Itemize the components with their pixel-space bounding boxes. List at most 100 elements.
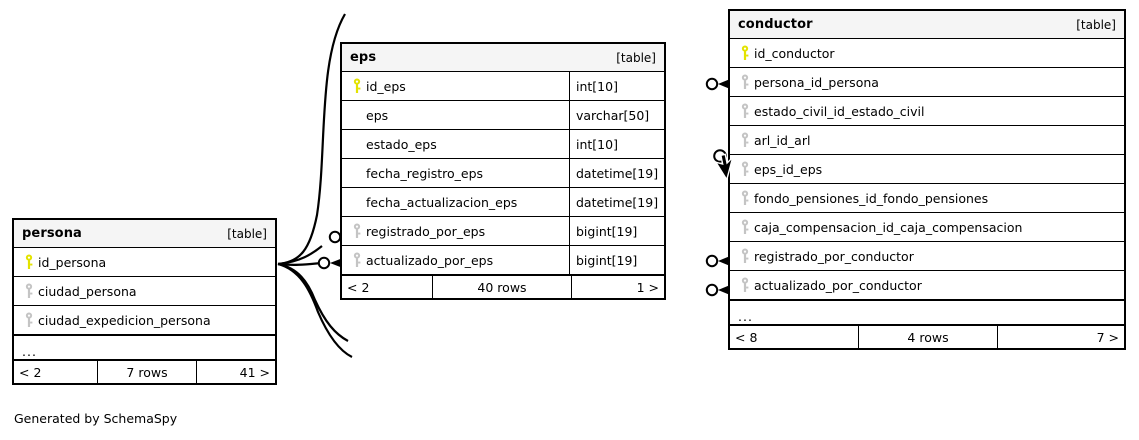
table-row[interactable]: ciudad_persona [14,277,275,306]
column-type: bigint[19] [569,246,664,274]
row-count-label: 4 rows [858,326,998,348]
foreign-key-icon [20,312,38,328]
table-row[interactable]: registrado_por_conductor [730,242,1124,271]
column-label: arl_id_arl [754,132,811,148]
table-row[interactable]: ciudad_expedicion_persona [14,306,275,335]
column-label: eps [366,107,389,123]
mouse-cursor-icon [714,153,735,182]
table-conductor-kind: [table] [1076,17,1116,32]
column-name-cell: ciudad_expedicion_persona [14,306,275,334]
column-type: int[10] [569,130,664,158]
foreign-key-icon [736,277,754,293]
table-row[interactable]: persona_id_persona [730,68,1124,97]
table-row[interactable]: estado_eps int[10] [342,130,664,159]
edge-persona-to-conductor-persona [277,13,346,266]
column-name-cell: registrado_por_eps [342,217,569,245]
table-persona[interactable]: persona [table] id_persona [12,218,277,385]
table-row[interactable]: registrado_por_eps bigint[19] [342,217,664,246]
table-conductor[interactable]: conductor [table] id_conductor [728,9,1126,350]
table-row[interactable]: arl_id_arl [730,126,1124,155]
table-row[interactable]: fecha_actualizacion_eps datetime[19] [342,188,664,217]
column-label: registrado_por_conductor [754,248,914,264]
more-columns-indicator: ... [730,300,1124,325]
table-persona-footer: < 2 7 rows 41 > [14,360,275,383]
column-name-cell: id_eps [342,72,569,100]
more-columns-indicator: ... [14,335,275,360]
column-type: varchar[50] [569,101,664,129]
table-row[interactable]: fecha_registro_eps datetime[19] [342,159,664,188]
next-page-button[interactable]: 41 > [239,364,270,380]
column-label: estado_eps [366,136,437,152]
edge-persona-to-eps-actualizado [277,261,323,266]
table-persona-header: persona [table] [14,220,275,248]
column-name-cell: caja_compensacion_id_caja_compensacion [730,213,1124,241]
table-conductor-footer: < 8 4 rows 7 > [730,325,1124,348]
table-eps-title: eps [350,50,377,65]
column-label: ciudad_persona [38,283,137,299]
column-label: fondo_pensiones_id_fondo_pensiones [754,190,989,206]
foreign-key-icon [736,103,754,119]
table-eps-header: eps [table] [342,44,664,72]
column-label: caja_compensacion_id_caja_compensacion [754,219,1023,235]
table-row[interactable]: id_conductor [730,39,1124,68]
edge-persona-to-eps-registrado [277,245,323,266]
table-row[interactable]: id_persona [14,248,275,277]
column-name-cell: fondo_pensiones_id_fondo_pensiones [730,184,1124,212]
table-row[interactable]: actualizado_por_eps bigint[19] [342,246,664,275]
column-name-cell: ciudad_persona [14,277,275,305]
column-type: int[10] [569,72,664,100]
column-name-cell: actualizado_por_conductor [730,271,1124,299]
column-label: id_conductor [754,45,835,61]
table-row[interactable]: id_eps int[10] [342,72,664,101]
column-label: estado_civil_id_estado_civil [754,103,925,119]
column-label: actualizado_por_eps [366,252,494,268]
foreign-key-icon [736,132,754,148]
table-row[interactable]: actualizado_por_conductor [730,271,1124,300]
prev-page-button[interactable]: < 2 [19,364,42,380]
table-eps-kind: [table] [616,50,656,65]
next-page-button[interactable]: 7 > [1096,329,1119,345]
column-name-cell: registrado_por_conductor [730,242,1124,270]
column-label: actualizado_por_conductor [754,277,922,293]
column-name-cell: eps_id_eps [730,155,1124,183]
column-label: registrado_por_eps [366,223,486,239]
column-name-cell: persona_id_persona [730,68,1124,96]
column-name-cell: estado_eps [342,130,569,158]
column-name-cell: eps [342,101,569,129]
column-name-cell: actualizado_por_eps [342,246,569,274]
table-row[interactable]: eps_id_eps [730,155,1124,184]
column-name-cell: fecha_actualizacion_eps [342,188,569,216]
column-label: id_persona [38,254,107,270]
table-row[interactable]: fondo_pensiones_id_fondo_pensiones [730,184,1124,213]
column-name-cell: id_conductor [730,39,1124,67]
table-row[interactable]: eps varchar[50] [342,101,664,130]
prev-page-button[interactable]: < 2 [347,279,370,295]
row-count-label: 40 rows [432,276,572,298]
row-count-label: 7 rows [97,361,197,383]
table-row[interactable]: caja_compensacion_id_caja_compensacion [730,213,1124,242]
column-label: fecha_actualizacion_eps [366,194,518,210]
primary-key-icon [736,45,754,61]
table-persona-kind: [table] [227,226,267,241]
table-conductor-header: conductor [table] [730,11,1124,39]
column-label: fecha_registro_eps [366,165,484,181]
column-name-cell: id_persona [14,248,275,276]
column-type: datetime[19] [569,188,664,216]
foreign-key-icon [348,223,366,239]
table-row[interactable]: estado_civil_id_estado_civil [730,97,1124,126]
column-name-cell: estado_civil_id_estado_civil [730,97,1124,125]
primary-key-icon [348,78,366,94]
table-eps[interactable]: eps [table] id_eps int[10] eps [340,42,666,300]
column-type: datetime[19] [569,159,664,187]
next-page-button[interactable]: 1 > [636,279,659,295]
table-conductor-title: conductor [738,17,813,32]
prev-page-button[interactable]: < 8 [735,329,758,345]
column-name-cell: fecha_registro_eps [342,159,569,187]
foreign-key-icon [736,219,754,235]
column-type: bigint[19] [569,217,664,245]
edge-persona-to-conductor-registrado [277,262,349,342]
column-name-cell: arl_id_arl [730,126,1124,154]
foreign-key-icon [736,161,754,177]
foreign-key-icon [736,74,754,90]
